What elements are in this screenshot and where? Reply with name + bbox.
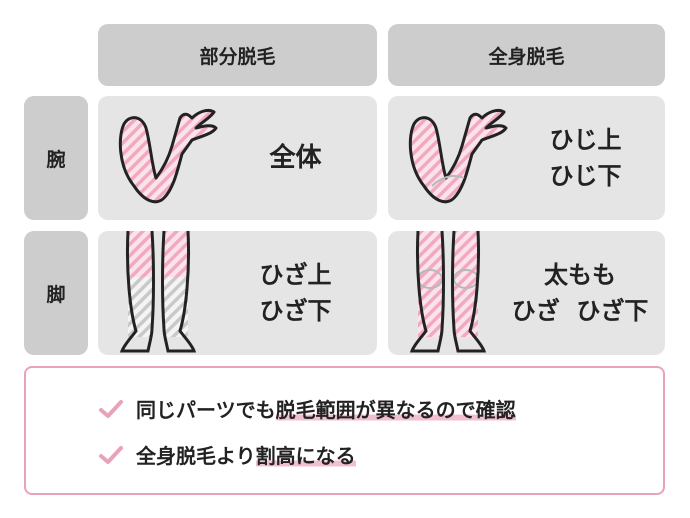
cell-line: ひざ下 (259, 297, 332, 325)
cell-line: 全体 (269, 143, 322, 173)
arm-illustration (118, 108, 218, 204)
cell-line: ひざ上 (259, 261, 332, 289)
checkmark-icon (99, 445, 123, 464)
cell-line: 太もも (544, 261, 616, 289)
row-label-arm: 腕 (24, 96, 88, 220)
note-text: 全身脱毛より (136, 444, 256, 468)
column-header-label: 全身脱毛 (488, 45, 565, 68)
leg-illustration (409, 230, 487, 353)
cell-leg-partial: ひざ上 ひざ下 (98, 230, 377, 355)
cell-line: ひじ上 (549, 126, 622, 154)
column-header-label: 部分脱毛 (199, 45, 276, 68)
cell-line: ひじ下 (549, 162, 622, 190)
cell-word: ひざ (511, 297, 560, 325)
note-item: 全身脱毛より割高になる (98, 440, 356, 469)
column-header-full: 全身脱毛 (388, 24, 665, 86)
arm-illustration (408, 108, 508, 204)
leg-illustration (119, 230, 197, 353)
column-header-partial: 部分脱毛 (98, 24, 377, 86)
cell-leg-full: 太もも ひざ ひざ下 (388, 230, 665, 355)
note-text: 同じパーツでも (136, 398, 276, 422)
cell-text: ひざ上 ひざ下 (228, 257, 363, 329)
cell-text: 太もも ひざ ひざ下 (500, 257, 660, 329)
cell-line: ひざ ひざ下 (500, 293, 660, 329)
cell-text: ひじ上 ひじ下 (518, 122, 653, 194)
cell-text: 全体 (228, 140, 363, 176)
note-text: が異なるので確認 (355, 394, 516, 423)
cell-arm-full: ひじ上 ひじ下 (388, 96, 665, 220)
row-label-leg: 脚 (24, 231, 88, 355)
row-label-text: 脚 (46, 283, 66, 306)
note-highlight: 割高 (255, 440, 296, 469)
checkmark-icon (99, 399, 123, 418)
cell-arm-partial: 全体 (98, 96, 377, 220)
row-label-text: 腕 (46, 148, 66, 171)
note-text: になる (295, 440, 356, 469)
note-highlight: 脱毛範囲 (275, 394, 356, 423)
note-item: 同じパーツでも脱毛範囲が異なるので確認 (98, 394, 516, 423)
notes-box: 同じパーツでも脱毛範囲が異なるので確認 全身脱毛より割高になる (24, 366, 665, 495)
cell-word: ひざ下 (576, 297, 649, 325)
